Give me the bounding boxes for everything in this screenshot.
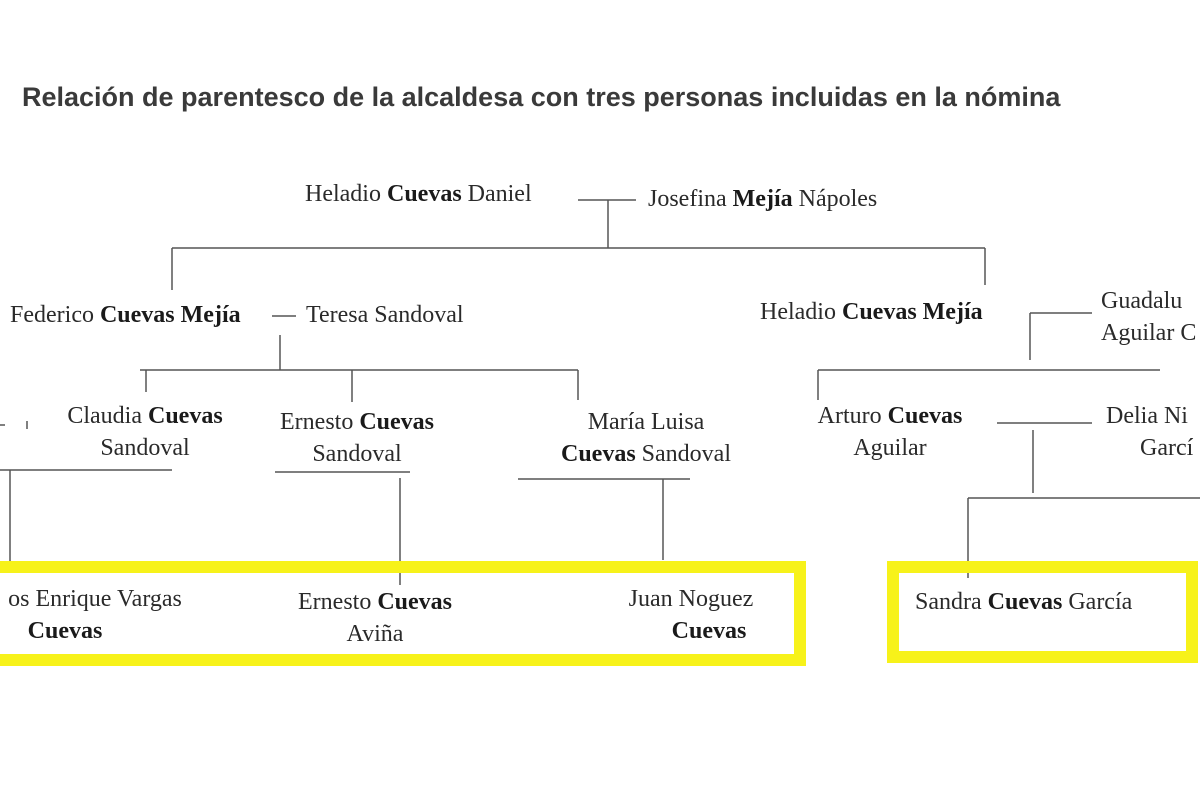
person-teresa-sandoval: Teresa Sandoval [306, 302, 464, 328]
person-heladio-cuevas-mejia: Heladio Cuevas Mejía [760, 299, 983, 325]
highlight-box-mayor [887, 561, 1198, 663]
person-federico-cuevas-mejia: Federico Cuevas Mejía [10, 302, 241, 328]
person-sandra-cuevas-garcia: Sandra Cuevas García [915, 589, 1133, 615]
person-josefina-mejia-napoles: Josefina Mejía Nápoles [648, 186, 878, 212]
highlight-box-payroll-relatives [0, 561, 806, 666]
diagram-title: Relación de parentesco de la alcaldesa c… [22, 82, 1061, 112]
person-heladio-cuevas-daniel: Heladio Cuevas Daniel [305, 181, 532, 207]
